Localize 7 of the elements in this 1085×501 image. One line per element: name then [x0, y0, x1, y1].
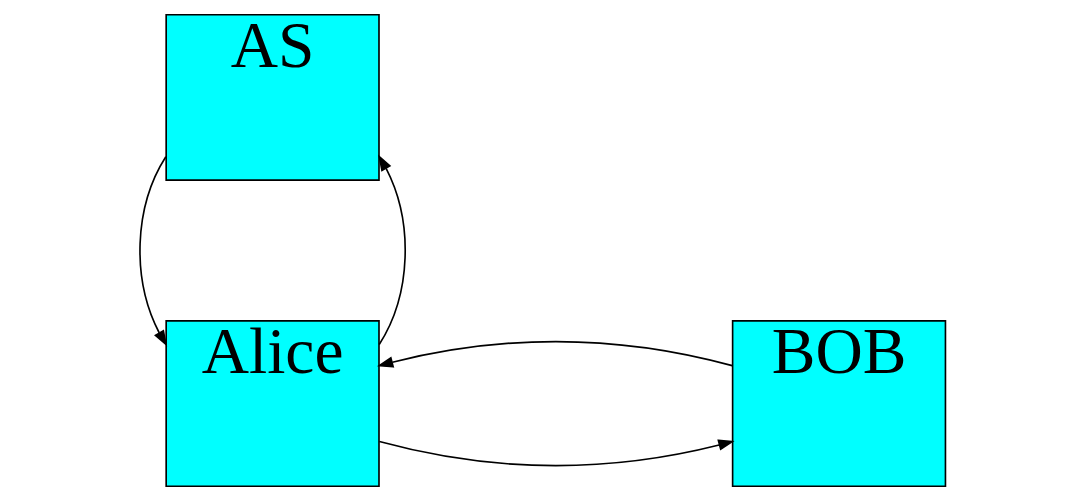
arrow [378, 439, 735, 467]
arrow [378, 154, 406, 346]
node-box: Alice [165, 320, 380, 488]
arrow [376, 340, 734, 368]
node-box: BOB [731, 320, 947, 488]
arrow [139, 155, 168, 347]
node-box: AS [165, 13, 380, 181]
